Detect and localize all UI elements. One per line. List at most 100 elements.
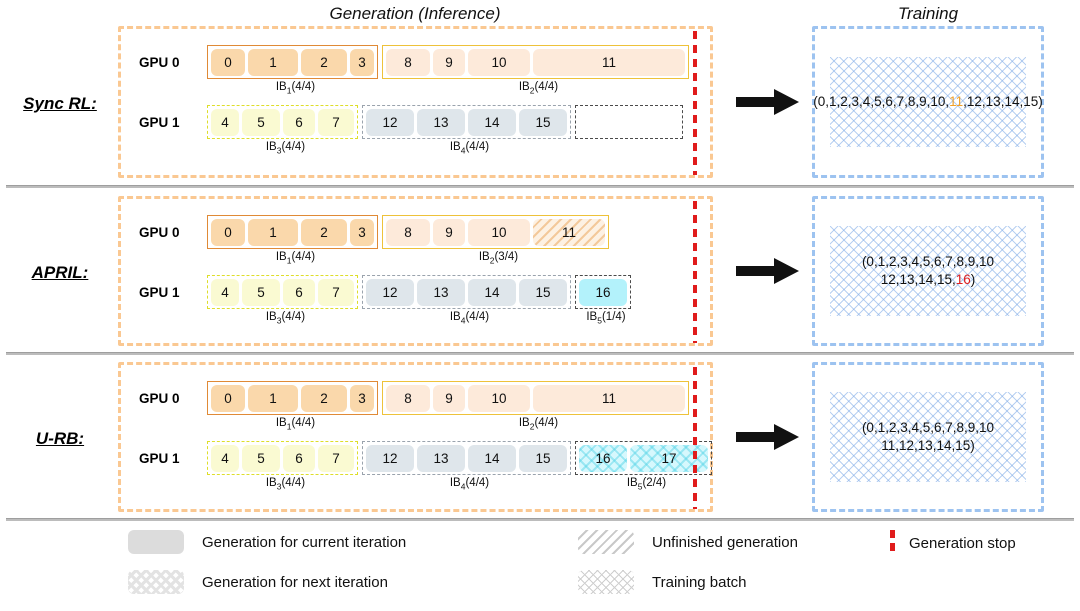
ib-group-label: IB1(4/4)	[275, 417, 316, 432]
legend-swatch-stop	[890, 530, 895, 556]
ib-group-label: IB1(4/4)	[275, 251, 316, 266]
legend-label: Training batch	[652, 573, 747, 591]
ib-group-label: IB2(4/4)	[518, 417, 559, 432]
generation-cell: 13	[417, 108, 465, 136]
generation-cell: 13	[417, 278, 465, 306]
generation-stop-line	[693, 201, 697, 343]
generation-cell: 9	[433, 48, 465, 76]
generation-cell: 8	[386, 384, 430, 412]
legend-item: Generation for next iteration	[128, 570, 388, 594]
generation-cell	[579, 109, 679, 136]
flow-arrow-icon	[736, 422, 800, 452]
legend-item: Generation for current iteration	[128, 530, 406, 554]
legend-item: Generation stop	[890, 530, 1016, 556]
generation-cell: 13	[417, 444, 465, 472]
ib-group-label: IB2(3/4)	[478, 251, 519, 266]
generation-cell: 10	[468, 384, 530, 412]
gpu-lane-label: GPU 0	[139, 391, 180, 406]
generation-cell: 4	[211, 444, 239, 472]
generation-cell: 12	[366, 444, 414, 472]
training-highlight-token: 16	[955, 271, 971, 287]
training-token: 11,12,13,14,15)	[881, 437, 975, 453]
training-batch-content: (0,1,2,3,4,5,6,7,8,9,10,11,12,13,14,15)	[813, 56, 1043, 148]
row-separator	[6, 185, 1074, 188]
generation-cell: 3	[350, 384, 374, 412]
generation-cell: 14	[468, 278, 516, 306]
generation-cell: 1	[248, 384, 298, 412]
legend-swatch-cross	[578, 570, 634, 594]
generation-cell: 0	[211, 218, 245, 246]
generation-cell: 11	[533, 48, 685, 76]
generation-cell: 16	[579, 444, 627, 472]
training-token: (0,1,2,3,4,5,6,7,8,9,10,	[813, 93, 950, 109]
generation-cell: 2	[301, 384, 347, 412]
ib-group-label: IB3(4/4)	[265, 141, 306, 156]
generation-cell: 1	[248, 48, 298, 76]
training-token: (0,1,2,3,4,5,6,7,8,9,10	[861, 253, 995, 269]
generation-cell: 0	[211, 48, 245, 76]
generation-cell: 15	[519, 444, 567, 472]
gpu-lane-label: GPU 0	[139, 225, 180, 240]
training-highlight-token: 11	[949, 93, 964, 109]
generation-cell: 2	[301, 48, 347, 76]
generation-cell: 0	[211, 384, 245, 412]
ib-group-label: IB3(4/4)	[265, 311, 306, 326]
gpu-lane-label: GPU 0	[139, 55, 180, 70]
flow-arrow-icon	[736, 256, 800, 286]
legend-label: Generation for next iteration	[202, 573, 388, 591]
generation-cell: 5	[242, 444, 280, 472]
legend-label: Generation for current iteration	[202, 533, 407, 551]
generation-cell: 12	[366, 278, 414, 306]
generation-cell: 15	[519, 108, 567, 136]
legend-swatch-checker	[128, 570, 184, 594]
generation-cell: 3	[350, 48, 374, 76]
generation-cell: 6	[283, 278, 315, 306]
gpu-lane-label: GPU 1	[139, 115, 180, 130]
ib-group-label: IB1(4/4)	[275, 81, 316, 96]
generation-stop-line	[693, 367, 697, 509]
legend-item: Training batch	[578, 570, 747, 594]
ib-group-label: IB4(4/4)	[449, 477, 490, 492]
legend-item: Unfinished generation	[578, 530, 798, 554]
generation-cell: 6	[283, 444, 315, 472]
training-column-title: Training	[897, 4, 959, 23]
ib-group-label: IB3(4/4)	[265, 477, 306, 492]
legend-swatch-diag	[578, 530, 634, 554]
generation-cell: 5	[242, 278, 280, 306]
generation-cell: 3	[350, 218, 374, 246]
generation-cell: 7	[318, 278, 354, 306]
generation-cell: 15	[519, 278, 567, 306]
ib-group-label: IB4(4/4)	[449, 141, 490, 156]
generation-cell: 7	[318, 108, 354, 136]
training-panel: (0,1,2,3,4,5,6,7,8,9,10,11,12,13,14,15)	[812, 26, 1044, 178]
generation-cell: 9	[433, 384, 465, 412]
generation-cell: 4	[211, 278, 239, 306]
